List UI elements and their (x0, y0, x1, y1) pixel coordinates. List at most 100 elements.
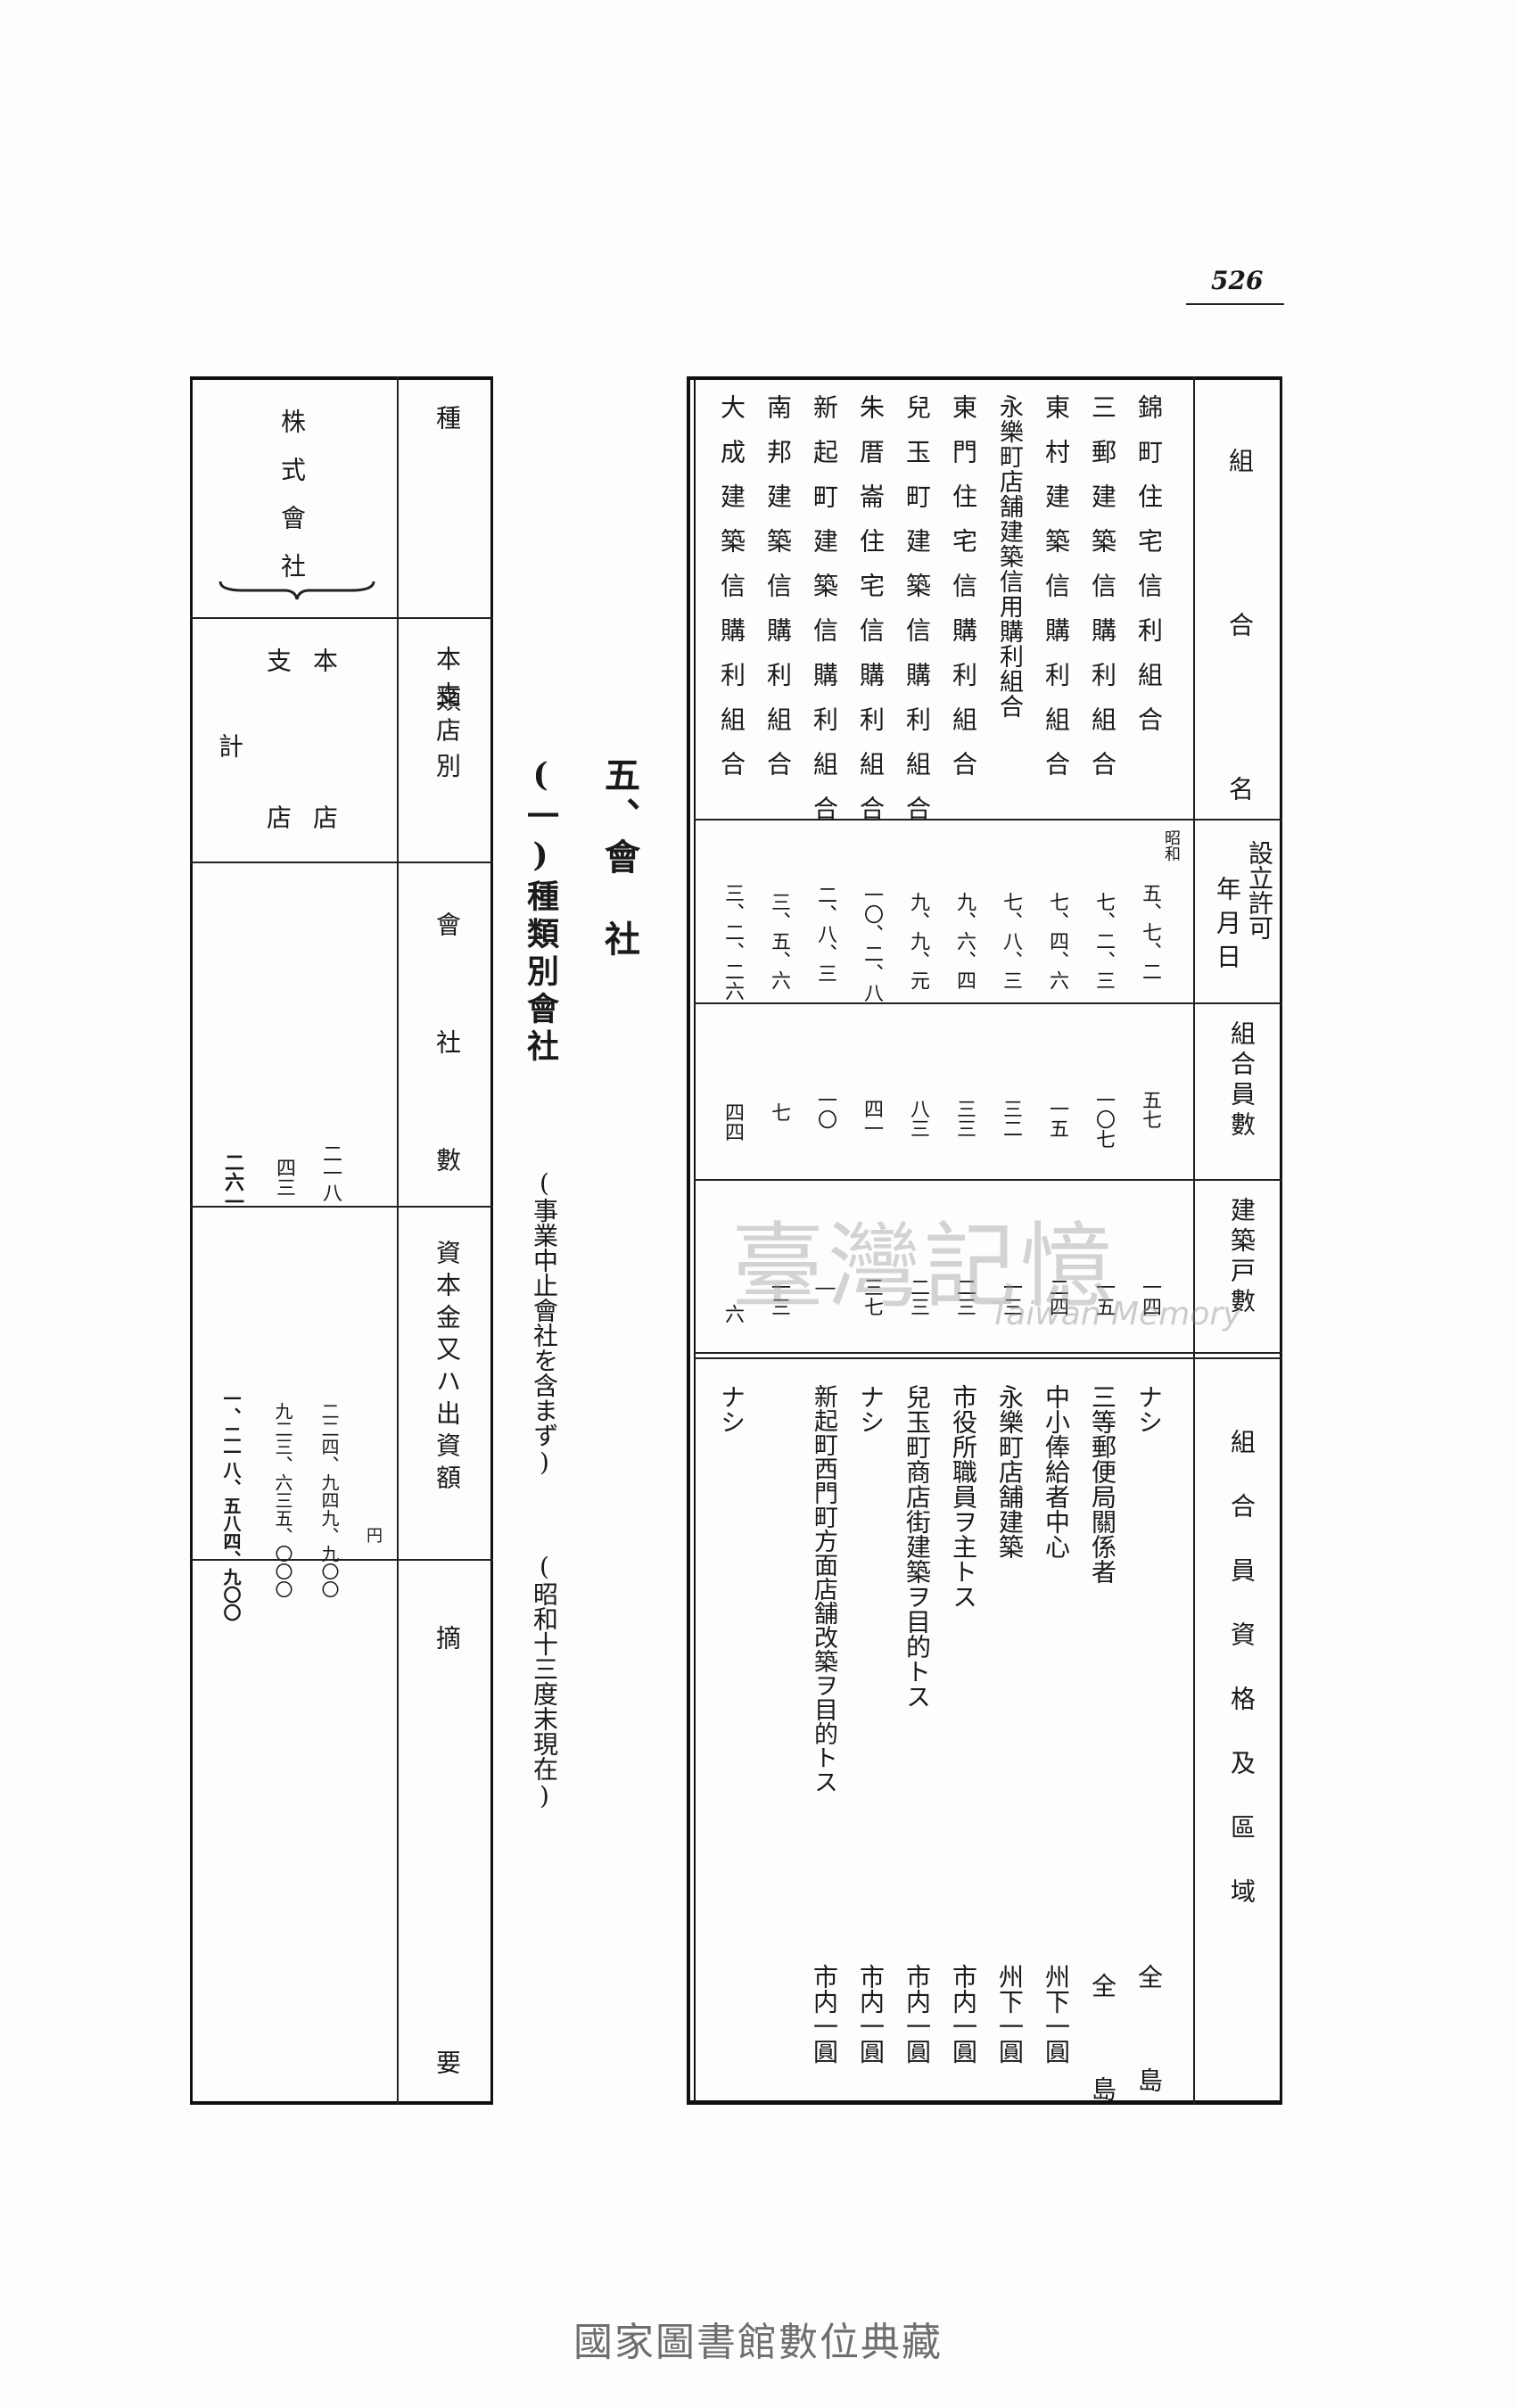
scope-note: (事業中止會社を含まず) (530, 1168, 559, 1477)
union-name: 東村建築信購利組合 (1042, 394, 1071, 796)
row-separator (694, 1002, 1282, 1004)
company-count: 二六一 (221, 1152, 243, 1211)
house-count: 二三 (953, 1277, 976, 1316)
established-date: 七、二、三 (1092, 892, 1115, 990)
qualification: 永樂町店舗建築 (995, 1384, 1025, 1559)
table-border (694, 376, 696, 2105)
area: 州下一圓 (1042, 1964, 1071, 2064)
house-count: ― (814, 1277, 836, 1299)
house-count: 一四 (1139, 1277, 1161, 1316)
qualification: 三等郵便局關係者 (1088, 1384, 1117, 1584)
company-type: 株式會社 (277, 408, 307, 601)
company-table: 種 類 本支店別 會 社 數 資本金又ハ出資額 摘 要 株式會社 本 店 二一八… (190, 376, 493, 2262)
union-table: 組 合 名 設立許可 年月日 組合員數 建築戸數 組合員資格及區域 昭和 錦町住… (687, 376, 1282, 2128)
header-capital: 資本金又ハ出資額 (433, 1240, 462, 1497)
area: 州下一圓 (995, 1964, 1025, 2064)
row-separator (694, 1352, 1282, 1354)
member-count: 四四 (721, 1102, 744, 1142)
member-count: 三二 (1000, 1099, 1022, 1138)
capital-amount: 九二三、六三五、〇〇〇 (272, 1402, 293, 1598)
union-name: 南邦建築信購利組合 (763, 394, 793, 796)
header-qualification: 組合員資格及區域 (1227, 1429, 1256, 1942)
row-separator (190, 617, 493, 619)
house-count: 二四 (1046, 1277, 1068, 1316)
footer-caption: 國家圖書館數位典藏 (573, 2320, 943, 2365)
area: 市内一圓 (810, 1964, 839, 2064)
row-separator (694, 819, 1282, 821)
capital-amount: 一、二一八、五八四、九〇〇 (220, 1390, 242, 1621)
qualification: 新起町西門町方面店舗改築ヲ目的トス (810, 1384, 837, 1794)
house-count: 二三 (907, 1277, 929, 1316)
table-border (190, 2101, 493, 2105)
member-count: 四一 (861, 1099, 883, 1138)
member-count: 五七 (1139, 1090, 1161, 1129)
established-date: 三、二、二六 (721, 883, 744, 1001)
row-separator (190, 1206, 493, 1208)
header-union-name: 組 合 名 (1225, 448, 1255, 858)
area: 市内一圓 (949, 1964, 978, 2064)
member-count: 三三 (953, 1099, 976, 1138)
header-remarks: 摘 要 (433, 1625, 462, 2262)
header-houses: 建築戸數 (1227, 1197, 1256, 1318)
established-date: 七、四、六 (1046, 892, 1068, 990)
subsection-heading: (一)種類別會社 (522, 756, 559, 1067)
house-count: 一三 (768, 1277, 790, 1316)
row-separator (190, 862, 493, 863)
yen-mark: 円 (367, 1527, 383, 1546)
table-border (490, 376, 493, 2105)
branch-label: 本 店 (309, 647, 339, 883)
house-count: 一三 (1000, 1277, 1022, 1316)
union-name: 錦町住宅信利組合 (1134, 394, 1164, 751)
company-count: 四三 (273, 1158, 295, 1197)
qualification: 兒玉町商店街建築ヲ目的トス (902, 1384, 932, 1709)
established-date: 二、八、三 (814, 885, 836, 983)
qualification: ナシ (1134, 1384, 1164, 1434)
page-number: 526 (1211, 266, 1264, 295)
member-count: 一〇 (814, 1090, 836, 1129)
established-date: 五、七、二 (1139, 883, 1161, 981)
table-border (687, 376, 1282, 380)
union-name: 兒玉町建築信購利組合 (902, 394, 932, 840)
total-label: 計 (215, 733, 244, 758)
header-count: 會 社 數 (433, 911, 462, 1206)
table-border (190, 376, 193, 2105)
header-established: 設立許可 (1245, 840, 1274, 940)
member-count: 一五 (1046, 1099, 1068, 1138)
table-border (1280, 376, 1282, 2105)
qualification: 中小俸給者中心 (1042, 1384, 1071, 1559)
union-name: 新起町建築信購利組合 (810, 394, 839, 840)
union-name: 永樂町店舗建築信用購利組合 (995, 394, 1023, 719)
table-border (687, 2100, 1282, 2105)
established-date: 一〇、二、八 (861, 885, 883, 1002)
union-name: 朱厝崙住宅信購利組合 (856, 394, 886, 840)
member-count: 七 (768, 1102, 790, 1122)
table-border (190, 376, 493, 380)
header-members: 組合員數 (1227, 1020, 1256, 1142)
member-count: 一〇七 (1092, 1090, 1115, 1149)
union-name: 東門住宅信購利組合 (949, 394, 978, 796)
header-separator (397, 376, 399, 2105)
established-date: 七、八、三 (1000, 892, 1022, 990)
house-count: 一五 (1092, 1277, 1115, 1316)
header-established-ymd: 年月日 (1213, 876, 1242, 977)
house-count: 三七 (861, 1277, 883, 1316)
company-count: 二一八 (319, 1143, 342, 1202)
header-type: 種 類 (433, 405, 462, 828)
member-count: 八三 (907, 1099, 929, 1138)
established-date: 三、五、六 (768, 892, 790, 990)
row-separator (694, 1357, 1282, 1359)
row-separator (190, 1559, 493, 1561)
date-note: (昭和十三度末現在) (530, 1552, 559, 1810)
union-name: 大成建築信購利組合 (717, 394, 746, 796)
established-date: 九、六、四 (953, 892, 976, 990)
house-count: 六 (721, 1304, 744, 1324)
brace-icon (218, 581, 375, 600)
row-separator (694, 1179, 1282, 1181)
section-heading: 五、會 社 (598, 756, 640, 961)
era-prefix: 昭和 (1162, 829, 1181, 862)
branch-label: 支 店 (263, 647, 292, 883)
area: 全 島 (1134, 1964, 1164, 2119)
table-border (687, 376, 690, 2105)
page-number-rule (1186, 303, 1284, 305)
qualification: ナシ (717, 1384, 746, 1434)
